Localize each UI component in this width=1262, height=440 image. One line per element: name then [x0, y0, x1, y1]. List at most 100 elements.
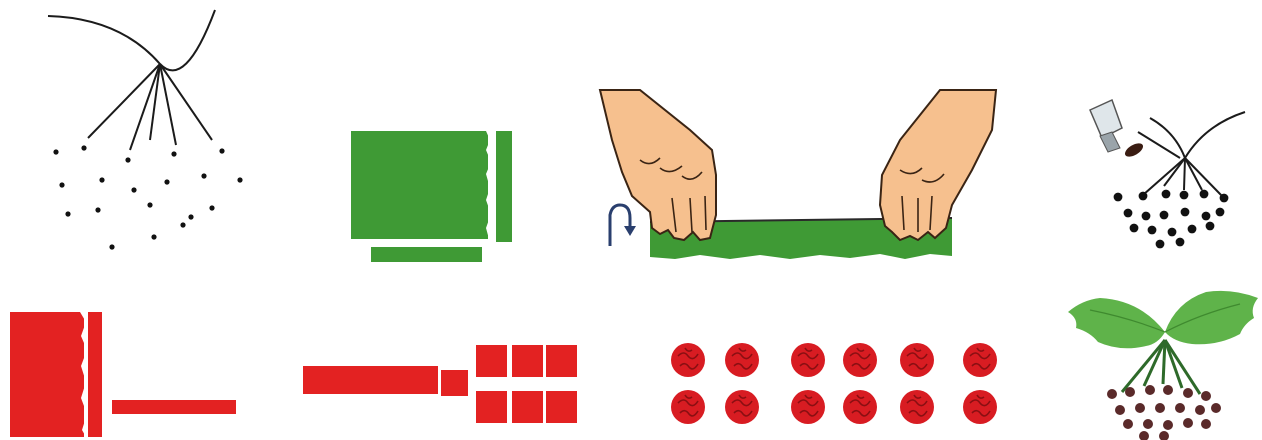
red-strip-piece	[441, 370, 468, 396]
stem-arc	[48, 10, 215, 70]
crumpled-ball	[725, 343, 759, 377]
seed-dot	[180, 222, 185, 227]
red-paper-strip-icon	[10, 312, 236, 437]
crumpled-ball-body	[843, 390, 877, 424]
berry-dot	[1163, 385, 1173, 395]
berry-dot	[1155, 403, 1165, 413]
berry-dot	[1139, 431, 1149, 440]
berry-dot	[1142, 212, 1151, 221]
berry-dot	[1125, 387, 1135, 397]
green-paper-vertical-strip	[496, 131, 512, 242]
berry-dot	[1183, 388, 1193, 398]
seed-dot	[147, 202, 152, 207]
seed-dot	[188, 214, 193, 219]
panel-stems-with-seeds	[48, 10, 243, 250]
red-strip	[303, 366, 438, 394]
seed-dot	[219, 148, 224, 153]
berry-dot	[1180, 191, 1189, 200]
right-leaf	[1165, 291, 1258, 344]
berry-dot	[1160, 211, 1169, 220]
roll-direction-arrow	[610, 205, 630, 246]
brush-handle	[1138, 132, 1180, 158]
red-square	[546, 345, 577, 377]
seed-dot	[209, 205, 214, 210]
berry-dot	[1145, 385, 1155, 395]
panel-roll-green-strip	[600, 90, 996, 259]
left-leaf	[1068, 298, 1165, 348]
seed-dot	[99, 177, 104, 182]
red-square	[512, 391, 543, 423]
berry-dot	[1216, 208, 1225, 217]
crumpled-ball	[963, 390, 997, 424]
berry-dot	[1200, 190, 1209, 199]
red-square	[476, 391, 507, 423]
seed-dot	[171, 151, 176, 156]
red-squares-icon	[303, 345, 577, 423]
berry-dot	[1176, 238, 1185, 247]
panel-crumpled-red-balls	[671, 343, 997, 424]
red-paper-vertical-strip	[88, 312, 102, 437]
glue-bottle	[1090, 100, 1122, 138]
panel-cut-green-paper	[351, 131, 512, 262]
berry-dot	[1188, 225, 1197, 234]
left-hand	[600, 90, 716, 240]
crumpled-balls-icon	[671, 343, 997, 424]
seed-dot	[125, 157, 130, 162]
crumpled-ball	[791, 343, 825, 377]
panel-finished-berry-sprig	[1068, 291, 1258, 440]
crumpled-ball	[900, 343, 934, 377]
berry-dot	[1163, 420, 1173, 430]
seed-dot	[237, 177, 242, 182]
right-hand	[880, 90, 996, 240]
berry-dot	[1159, 431, 1169, 440]
berry-dot	[1206, 222, 1215, 231]
crumpled-ball-body	[843, 343, 877, 377]
red-square	[512, 345, 543, 377]
crumpled-ball	[963, 343, 997, 377]
arrow-head	[624, 226, 636, 236]
stem-line	[1164, 158, 1185, 186]
berry-dot	[1202, 212, 1211, 221]
panel-cut-red-squares	[303, 345, 577, 423]
stem-line	[1184, 158, 1185, 190]
seed-dot	[95, 207, 100, 212]
stem-arc	[1150, 112, 1245, 158]
sprig-stem	[1163, 340, 1165, 384]
berry-dot	[1143, 419, 1153, 429]
berry-dot	[1114, 193, 1123, 202]
berry-dot	[1148, 226, 1157, 235]
berry-dot	[1220, 194, 1229, 203]
seed-dot	[164, 179, 169, 184]
red-paper-horizontal-strip	[112, 400, 236, 414]
crumpled-ball	[671, 343, 705, 377]
red-paper-sheet	[10, 312, 84, 437]
crumpled-ball-body	[900, 390, 934, 424]
berry-dot	[1168, 228, 1177, 237]
berry-dot	[1135, 403, 1145, 413]
crumpled-ball	[791, 390, 825, 424]
crumpled-ball-body	[791, 343, 825, 377]
seed-dot	[53, 149, 58, 154]
crumpled-ball	[843, 343, 877, 377]
green-paper-sheet	[351, 131, 488, 239]
hands-rolling-icon	[600, 90, 996, 259]
glue-nozzle	[1100, 132, 1120, 152]
green-paper-strips-icon	[351, 131, 512, 262]
berry-dot	[1156, 240, 1165, 249]
stem-line	[1143, 158, 1185, 195]
green-paper-horizontal-strip	[371, 247, 482, 262]
glue-and-brush-icon	[1090, 100, 1245, 248]
berry-dot	[1115, 405, 1125, 415]
berry-dot	[1175, 403, 1185, 413]
brush-tip	[1123, 141, 1145, 160]
berry-dot	[1130, 224, 1139, 233]
crumpled-ball-body	[963, 390, 997, 424]
berry-sprig-icon	[1068, 291, 1258, 440]
stems-and-dots-icon	[48, 10, 243, 250]
crumpled-ball	[671, 390, 705, 424]
crumpled-ball	[725, 390, 759, 424]
crumpled-ball-body	[963, 343, 997, 377]
seed-dot	[151, 234, 156, 239]
seed-dot	[59, 182, 64, 187]
